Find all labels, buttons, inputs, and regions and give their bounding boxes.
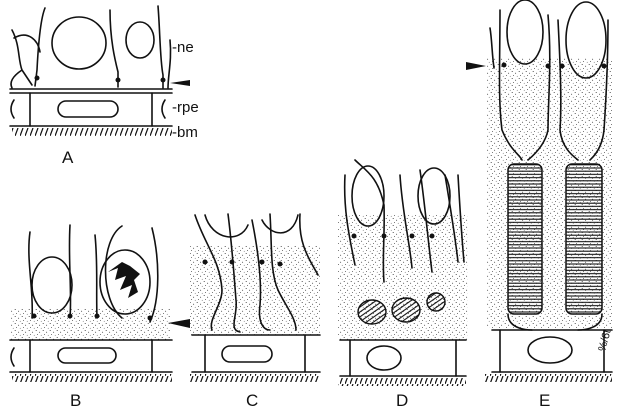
panel-label-b: B [70, 391, 81, 410]
annotation-ne: -ne [172, 39, 194, 56]
panel-b: B [10, 225, 190, 410]
panel-e: E %/6t [466, 0, 614, 410]
panel-label-c: C [246, 391, 258, 410]
panel-label-d: D [396, 391, 408, 410]
panel-label-e: E [539, 391, 550, 410]
panel-label-a: A [62, 148, 74, 167]
panel-c: C [190, 214, 320, 410]
panel-a: -ne -rpe -bm A [10, 6, 199, 167]
annotation-bm: -bm [172, 124, 198, 141]
annotation-rpe: -rpe [172, 99, 199, 116]
panel-d: D [338, 160, 468, 410]
artist-signature: %/6t [596, 328, 613, 352]
